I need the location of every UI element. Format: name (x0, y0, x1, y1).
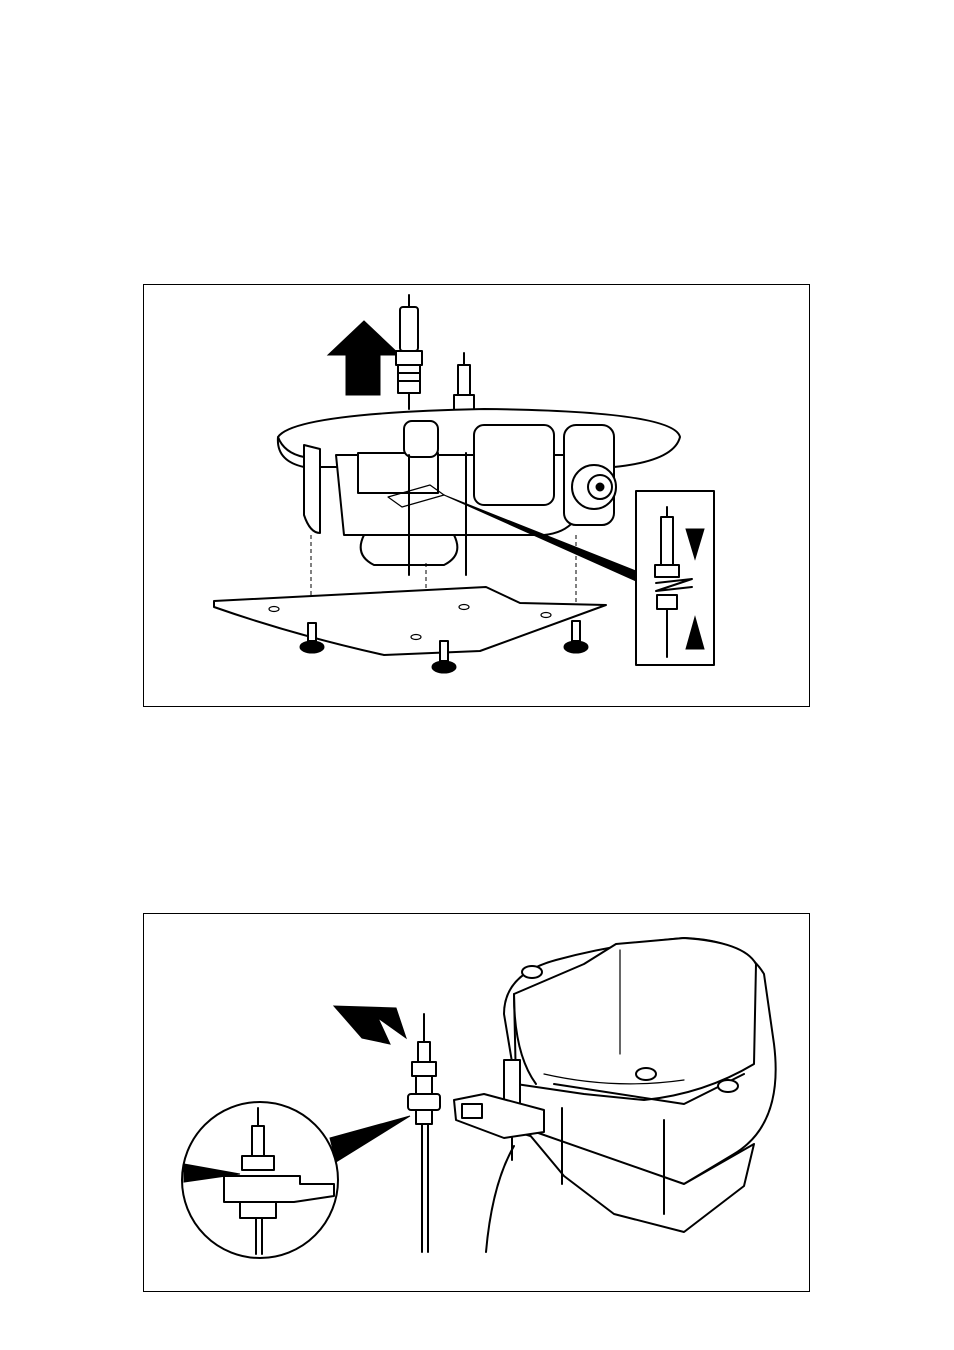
leader-wedge (330, 1116, 410, 1162)
removal-arrow-up-icon (328, 321, 400, 395)
burner-pot (504, 938, 776, 1232)
electrode-removal-diagram-top (144, 285, 809, 706)
monitoring-probe (454, 353, 474, 411)
ignition-electrode (396, 295, 422, 409)
mounting-screw (564, 621, 588, 653)
electrode-removal-diagram-bottom (144, 914, 809, 1291)
diagram-panel-top (143, 284, 810, 707)
ignition-electrode (408, 1014, 440, 1252)
mounting-plate (214, 587, 606, 655)
detail-inset (182, 1102, 338, 1258)
detail-inset (636, 491, 714, 665)
removal-arrow-up-left-icon (334, 1006, 406, 1044)
diagram-panel-bottom (143, 913, 810, 1292)
